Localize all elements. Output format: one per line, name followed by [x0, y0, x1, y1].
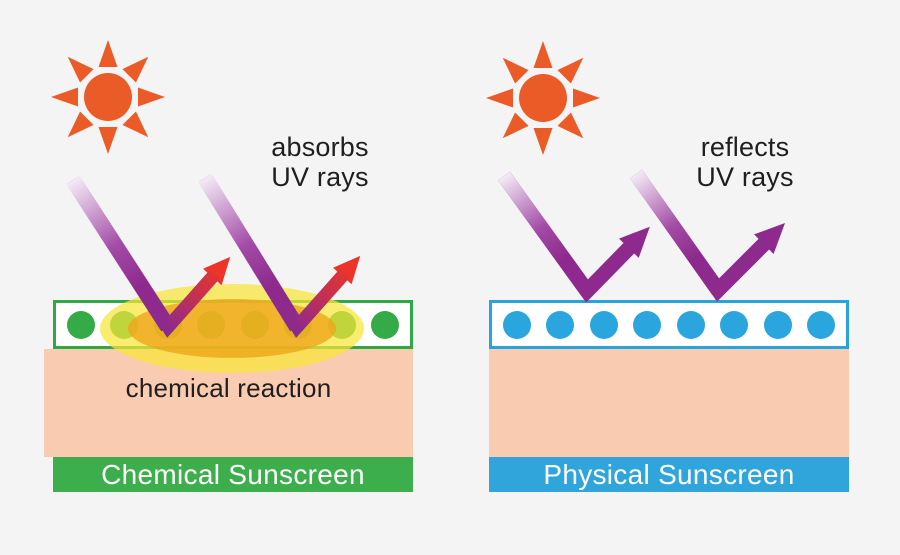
physical-blocker-particle	[763, 310, 792, 339]
annotation-line: UV rays	[271, 162, 369, 192]
physical-blocker-particle	[546, 310, 575, 339]
physical-blocker-particle	[676, 310, 705, 339]
absorbs-uv-rays-label: absorbs UV rays	[235, 132, 405, 192]
reflected-uv-ray-1	[497, 171, 650, 303]
annotation-line: UV rays	[696, 162, 794, 192]
annotation-line: absorbs	[271, 132, 369, 162]
sun-shape	[486, 41, 600, 155]
sun-shape	[51, 40, 165, 154]
chemical-reaction-label: chemical reaction	[125, 373, 332, 403]
chemical-filter-particle	[370, 310, 399, 339]
physical-sunscreen-title: Physical Sunscreen	[543, 458, 795, 490]
sun-icon	[51, 40, 165, 154]
physical-blocker-layer	[489, 300, 849, 349]
chemical-sunscreen-title-bar: Chemical Sunscreen	[53, 457, 413, 492]
sun-icon	[486, 41, 600, 155]
physical-sunscreen-title-bar: Physical Sunscreen	[489, 457, 849, 492]
physical-blocker-particle	[503, 310, 531, 339]
chemical-sunscreen-title: Chemical Sunscreen	[101, 458, 365, 490]
reaction-glow-inner	[128, 299, 336, 358]
reflects-uv-rays-label: reflects UV rays	[660, 132, 830, 192]
skin-layer	[489, 349, 849, 457]
physical-blocker-particle	[806, 310, 835, 339]
annotation-line: reflects	[700, 132, 790, 162]
chemical-filter-particle	[67, 310, 95, 339]
physical-blocker-particle	[633, 310, 662, 339]
physical-blocker-particle	[589, 310, 618, 339]
physical-blocker-particle	[720, 310, 749, 339]
